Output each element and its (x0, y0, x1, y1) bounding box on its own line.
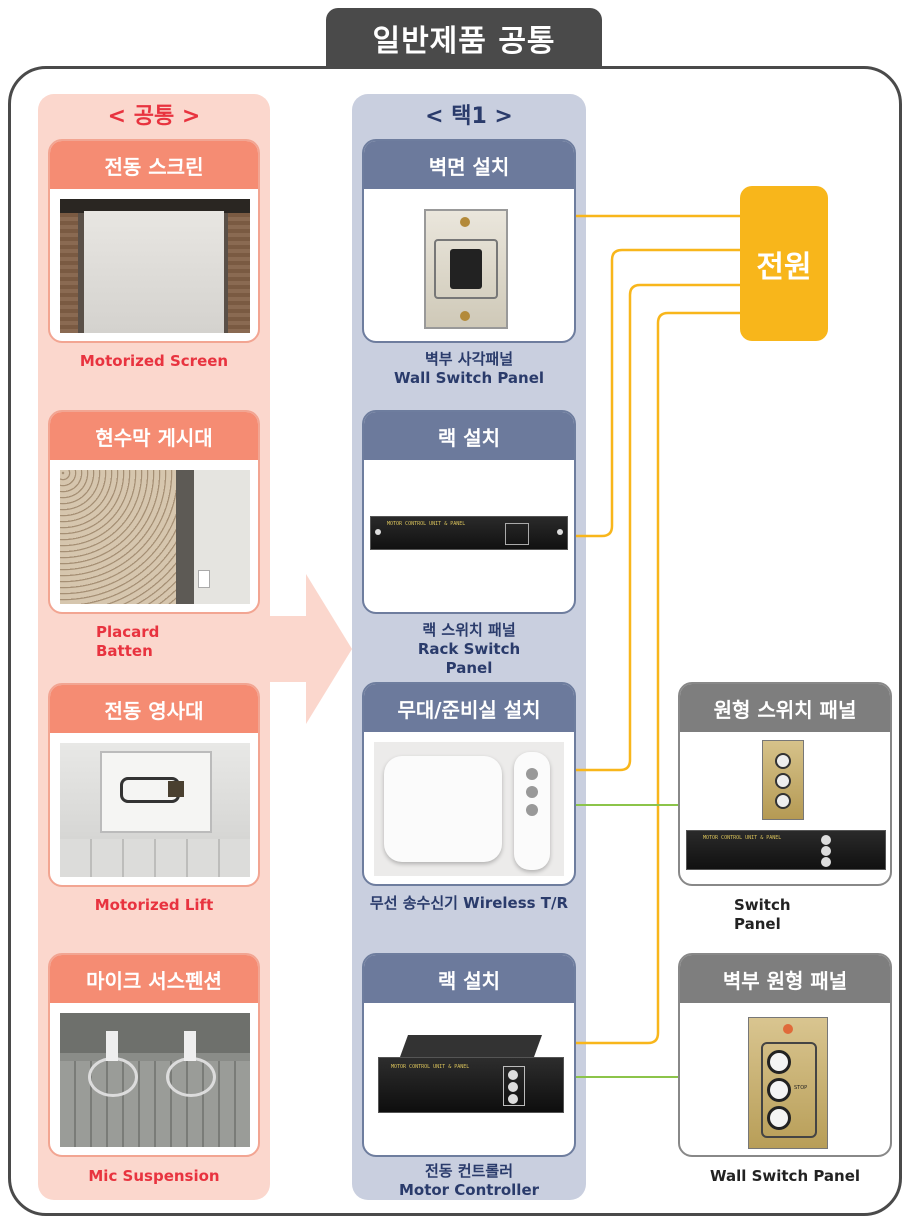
caption-wall-round-panel: Wall Switch Panel (709, 1167, 861, 1185)
caption-motorized-lift: Motorized Lift (94, 896, 214, 914)
card-title: 벽부 원형 패널 (680, 955, 890, 1003)
round-switch-panel-photo: MOTOR CONTROL UNIT & PANEL (686, 740, 886, 880)
card-title: 마이크 서스펜션 (50, 955, 258, 1003)
card-stage-install: 무대/준비실 설치 (362, 682, 576, 886)
caption-wireless-transceiver: 무선 송수신기 Wireless T/R (369, 894, 569, 912)
caption-line: 랙 스위치 패널 (422, 621, 516, 639)
caption-line: Batten (96, 641, 153, 660)
mic-suspension-photo (60, 1013, 250, 1147)
caption-rack-switch-panel: 랙 스위치 패널 Rack Switch Panel (352, 621, 586, 677)
stop-label: STOP (794, 1085, 808, 1091)
caption-motor-controller: 전동 컨트롤러 Motor Controller (352, 1162, 586, 1200)
card-title: 무대/준비실 설치 (364, 684, 574, 732)
caption-motorized-screen: Motorized Screen (79, 352, 229, 370)
card-title: 원형 스위치 패널 (680, 684, 890, 732)
card-mic-suspension: 마이크 서스펜션 (48, 953, 260, 1157)
power-line-rack (576, 248, 740, 538)
page-title: 일반제품 공통 (326, 8, 602, 68)
caption-line: 전동 컨트롤러 (424, 1162, 514, 1180)
arrow-right-icon (262, 574, 352, 724)
caption-line: 벽부 사각패널 (424, 350, 514, 368)
card-title: 랙 설치 (364, 412, 574, 460)
card-title: 벽면 설치 (364, 141, 574, 189)
card-motorized-screen: 전동 스크린 (48, 139, 260, 343)
wall-round-panel-photo: STOP (748, 1017, 828, 1149)
wall-switch-panel-photo (424, 209, 508, 329)
card-wall-install: 벽면 설치 (362, 139, 576, 343)
caption-line: Panel (734, 914, 781, 933)
caption-mic-suspension: Mic Suspension (88, 1167, 220, 1185)
card-wall-round-panel: 벽부 원형 패널 STOP (678, 953, 892, 1157)
caption-wall-switch-panel: 벽부 사각패널 Wall Switch Panel (352, 350, 586, 388)
caption-line: Wall Switch Panel (393, 368, 545, 387)
power-line-wireless (576, 283, 740, 772)
card-title: 현수막 게시대 (50, 412, 258, 460)
motorized-lift-photo (60, 743, 250, 877)
card-placard-batten: 현수막 게시대 (48, 410, 260, 614)
card-motorized-lift: 전동 영사대 (48, 683, 260, 887)
power-source-box: 전원 (740, 186, 828, 341)
rack-switch-panel-photo: MOTOR CONTROL UNIT & PANEL (370, 516, 568, 550)
power-line-controller (576, 311, 740, 1045)
caption-line: Rack Switch (417, 639, 521, 658)
choose-one-column-header: < 택1 > (425, 104, 513, 129)
common-column-header: < 공통 > (107, 104, 201, 129)
card-title: 랙 설치 (364, 955, 574, 1003)
caption-round-switch-panel: Switch Panel (734, 896, 791, 934)
caption-line: Switch (734, 896, 791, 914)
card-title: 전동 스크린 (50, 141, 258, 189)
plate-text: MOTOR CONTROL UNIT & PANEL (703, 835, 782, 841)
caption-line: Motor Controller (398, 1180, 540, 1199)
card-title: 전동 영사대 (50, 685, 258, 733)
card-rack-install: 랙 설치 MOTOR CONTROL UNIT & PANEL (362, 410, 576, 614)
plate-text: MOTOR CONTROL UNIT & PANEL (387, 521, 466, 527)
placard-batten-photo (60, 470, 250, 604)
caption-line: Placard (96, 623, 160, 641)
caption-line: Panel (445, 658, 493, 677)
card-rack-controller: 랙 설치 MOTOR CONTROL UNIT & PANEL (362, 953, 576, 1157)
caption-placard-batten: Placard Batten (96, 623, 159, 661)
wireless-transceiver-photo (374, 742, 564, 876)
plate-text: MOTOR CONTROL UNIT & PANEL (391, 1064, 470, 1070)
motor-controller-photo: MOTOR CONTROL UNIT & PANEL (378, 1035, 564, 1131)
card-round-switch-panel: 원형 스위치 패널 MOTOR CONTROL UNIT & PANEL (678, 682, 892, 886)
motorized-screen-photo (60, 199, 250, 333)
